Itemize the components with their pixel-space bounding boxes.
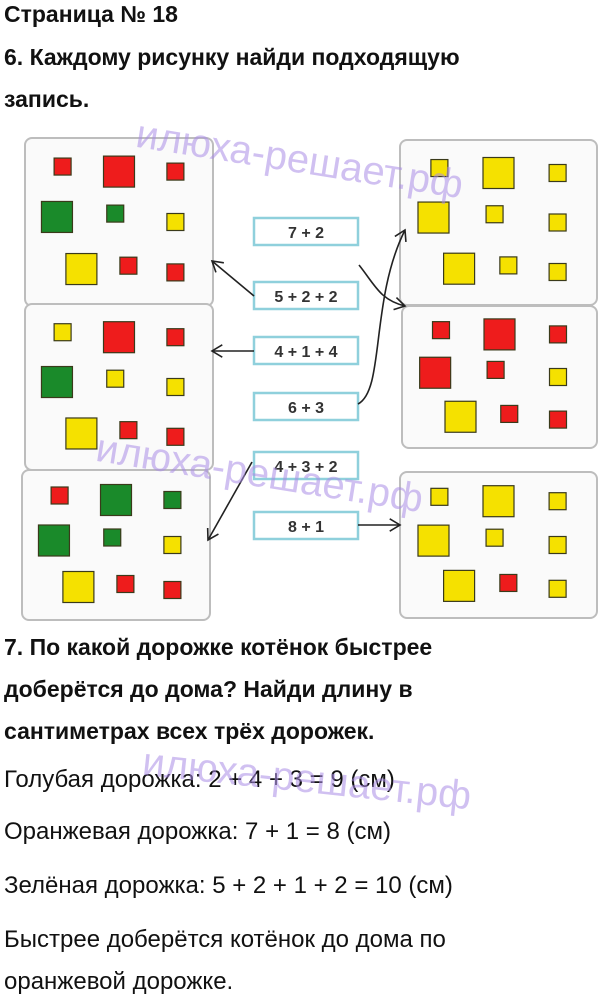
square-red-small — [119, 421, 138, 440]
expression-card: 8 + 1 — [252, 510, 360, 541]
square-yellow-small — [548, 163, 567, 183]
arrow — [206, 461, 253, 542]
square-red-small — [486, 360, 505, 379]
answer-conclusion: Быстрее доберётся котёнок до дома по — [4, 926, 446, 953]
square-red-small — [431, 321, 451, 340]
answer-blue-path: Голубая дорожка: 2 + 4 + 3 = 9 (см) — [4, 766, 395, 793]
picture-panel-left-2 — [24, 303, 214, 471]
expression-card: 4 + 3 + 2 — [252, 450, 360, 481]
square-yellow-big — [482, 485, 515, 518]
expression-text: 7 + 2 — [288, 225, 324, 242]
picture-panel-right-1 — [399, 139, 598, 306]
expression-text: 4 + 3 + 2 — [274, 459, 337, 476]
square-red-small — [116, 574, 135, 594]
square-yellow-big — [482, 156, 515, 190]
square-red-big — [483, 318, 516, 351]
square-red-small — [119, 256, 138, 275]
square-yellow-small — [548, 213, 567, 232]
square-yellow-small — [430, 487, 449, 506]
arrow — [210, 260, 255, 297]
square-red-small — [166, 263, 185, 282]
picture-panel-left-3 — [21, 469, 211, 621]
expression-card: 5 + 2 + 2 — [252, 280, 360, 311]
square-yellow-big — [62, 570, 95, 604]
square-yellow-big — [417, 524, 450, 557]
square-yellow-small — [106, 369, 125, 388]
square-red-small — [166, 427, 185, 446]
expression-text: 5 + 2 + 2 — [274, 289, 337, 306]
square-yellow-small — [548, 492, 567, 511]
task7-title-cont: доберётся до дома? Найди длину в — [4, 676, 413, 702]
arrow — [358, 264, 407, 311]
square-yellow-big — [444, 400, 477, 433]
square-green-small — [103, 528, 122, 547]
task6-title-cont: запись. — [4, 86, 90, 112]
square-yellow-small — [485, 528, 504, 547]
square-green-big — [99, 483, 133, 517]
square-red-small — [166, 162, 185, 181]
square-yellow-small — [548, 579, 567, 598]
square-yellow-small — [485, 205, 504, 224]
square-green-small — [163, 490, 182, 510]
expression-text: 8 + 1 — [288, 519, 324, 536]
square-red-small — [548, 325, 568, 344]
answer-conclusion-cont: оранжевой дорожке. — [4, 968, 234, 995]
task6-title: 6. Каждому рисунку найди подходящую — [4, 44, 460, 70]
expression-card: 7 + 2 — [252, 216, 360, 247]
expression-text: 6 + 3 — [288, 400, 324, 417]
square-red-big — [419, 356, 452, 389]
square-red-small — [499, 573, 518, 593]
square-red-big — [102, 321, 136, 354]
square-red-small — [50, 486, 69, 505]
picture-panel-right-3 — [399, 471, 598, 619]
arrow — [357, 228, 407, 405]
square-red-small — [163, 580, 182, 600]
expression-text: 4 + 1 + 4 — [274, 344, 337, 361]
expression-card: 6 + 3 — [252, 391, 360, 422]
square-yellow-small — [163, 535, 182, 555]
square-red-small — [548, 410, 568, 429]
square-yellow-small — [548, 535, 567, 555]
square-yellow-big — [417, 201, 450, 234]
square-red-big — [102, 155, 136, 188]
answer-green-path: Зелёная дорожка: 5 + 2 + 1 + 2 = 10 (см) — [4, 872, 453, 899]
square-yellow-small — [548, 262, 567, 282]
picture-panel-left-1 — [24, 137, 214, 307]
square-red-small — [500, 404, 519, 424]
square-yellow-small — [166, 377, 185, 397]
square-yellow-big — [443, 252, 476, 285]
expression-card: 4 + 1 + 4 — [252, 335, 360, 366]
square-green-big — [40, 200, 74, 234]
picture-panel-right-2 — [401, 305, 598, 449]
task7-title: 7. По какой дорожке котёнок быстрее — [4, 634, 433, 660]
square-green-small — [106, 204, 125, 223]
square-yellow-big — [443, 569, 476, 602]
arrow — [210, 344, 254, 358]
square-yellow-big — [65, 252, 98, 286]
square-red-small — [166, 328, 185, 347]
task7-title-cont2: сантиметрах всех трёх дорожек. — [4, 718, 375, 744]
answer-orange-path: Оранжевая дорожка: 7 + 1 = 8 (см) — [4, 818, 391, 845]
square-yellow-small — [430, 158, 449, 178]
square-yellow-big — [65, 417, 98, 450]
square-yellow-small — [548, 367, 568, 387]
arrow — [358, 518, 402, 532]
page-label: Страница № 18 — [4, 1, 178, 27]
square-yellow-small — [499, 256, 518, 275]
square-green-big — [37, 524, 71, 557]
square-yellow-small — [53, 323, 72, 342]
square-red-small — [53, 157, 72, 176]
square-green-big — [40, 365, 74, 399]
square-yellow-small — [166, 212, 185, 232]
